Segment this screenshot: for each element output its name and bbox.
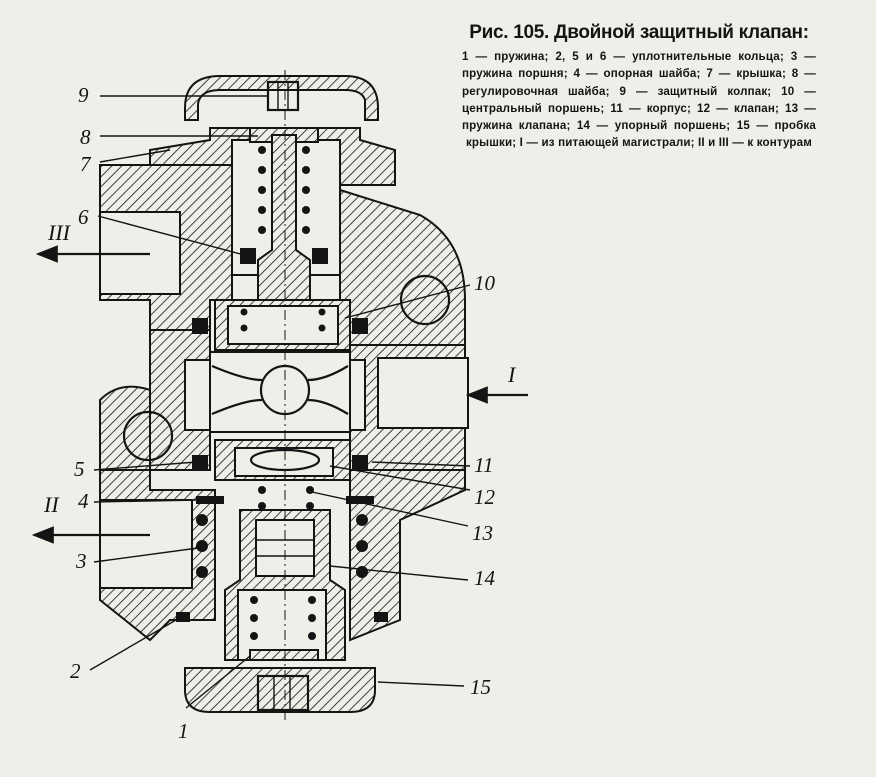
- upper-inner-spring: [258, 146, 310, 234]
- callout-2: 2: [70, 659, 81, 683]
- caption-title: Рис. 105. Двойной защитный клапан:: [469, 22, 809, 43]
- figure-caption: Рис. 105. Двойной защитный клапан: 1 — п…: [462, 22, 816, 152]
- lower-inner-spring: [237, 589, 327, 661]
- callout-10: 10: [474, 271, 496, 295]
- valve-body: [99, 164, 469, 471]
- central-piston-spring: [240, 308, 326, 332]
- callout-9: 9: [78, 83, 89, 107]
- callout-1: 1: [178, 719, 189, 743]
- caption-legend: 1 — пружина; 2, 5 и 6 — уплотнительные к…: [462, 50, 816, 150]
- callout-6: 6: [78, 205, 89, 229]
- upper-cover: [149, 127, 396, 321]
- callout-7: 7: [80, 152, 92, 176]
- port-arrows: [31, 245, 528, 544]
- lower-body: [99, 469, 466, 661]
- port-label-ii: II: [43, 492, 60, 517]
- callout-12: 12: [474, 485, 496, 509]
- callout-11: 11: [474, 453, 493, 477]
- callout-8: 8: [80, 125, 91, 149]
- callout-5: 5: [74, 457, 85, 481]
- lower-valve: [214, 439, 351, 510]
- callout-14: 14: [474, 566, 496, 590]
- callout-15: 15: [470, 675, 491, 699]
- piston-spring: [196, 514, 368, 578]
- cover-plug: [184, 667, 376, 713]
- callout-4: 4: [78, 489, 89, 513]
- port-label-i: I: [507, 362, 517, 387]
- callout-3: 3: [75, 549, 87, 573]
- callout-13: 13: [472, 521, 493, 545]
- protective-cap: [184, 75, 379, 121]
- valve-spring: [258, 486, 314, 510]
- leader-lines: [89, 95, 471, 709]
- port-label-iii: III: [47, 220, 72, 245]
